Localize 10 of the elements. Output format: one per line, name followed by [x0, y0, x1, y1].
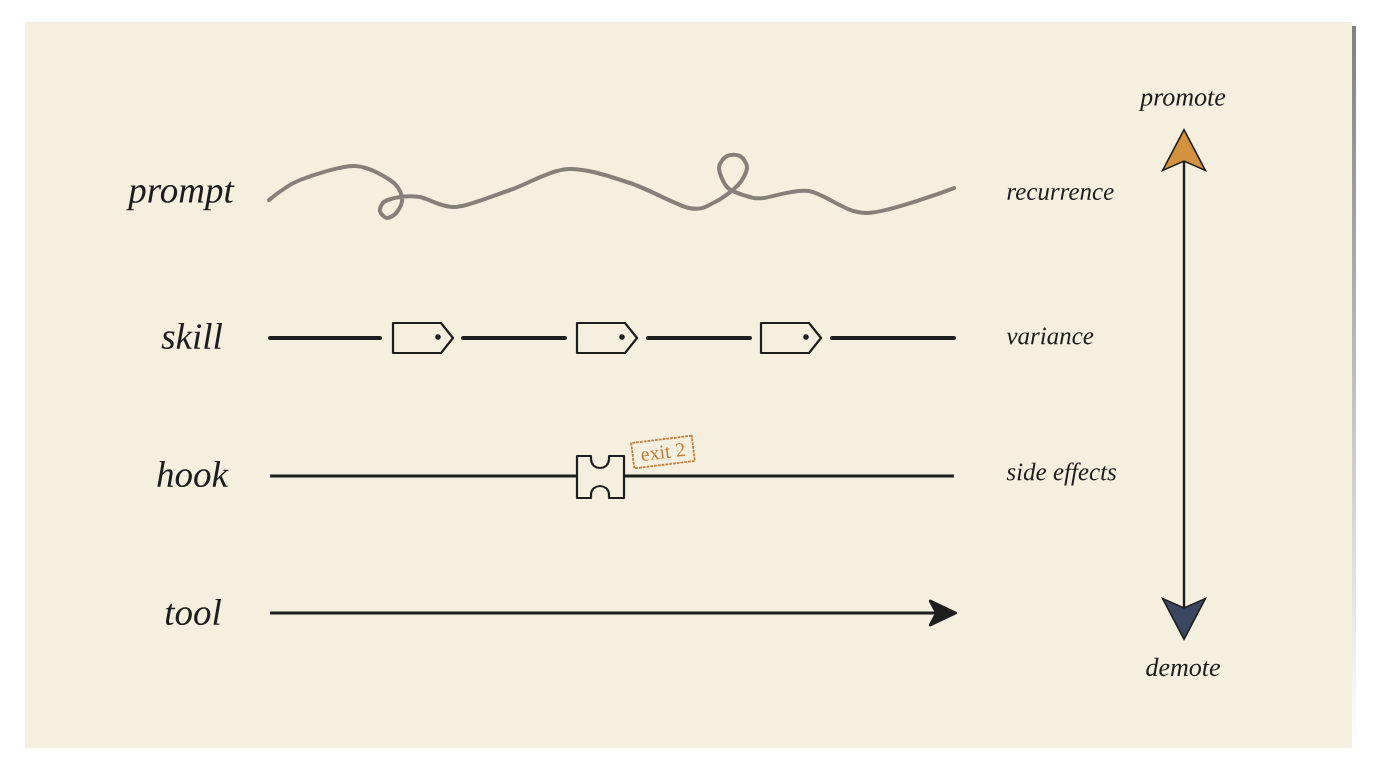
- property-label: variance: [1006, 327, 1094, 345]
- row-label: skill: [161, 323, 223, 350]
- row-label: hook: [157, 461, 229, 488]
- row-label: tool: [165, 599, 221, 626]
- property-label: recurrence: [1007, 187, 1114, 201]
- property-label: side effects: [1006, 462, 1117, 486]
- axis-label: promote: [1138, 90, 1226, 112]
- stamp: exit 2: [630, 434, 696, 470]
- row-label: prompt: [126, 181, 235, 211]
- axis-label: demote: [1146, 657, 1220, 677]
